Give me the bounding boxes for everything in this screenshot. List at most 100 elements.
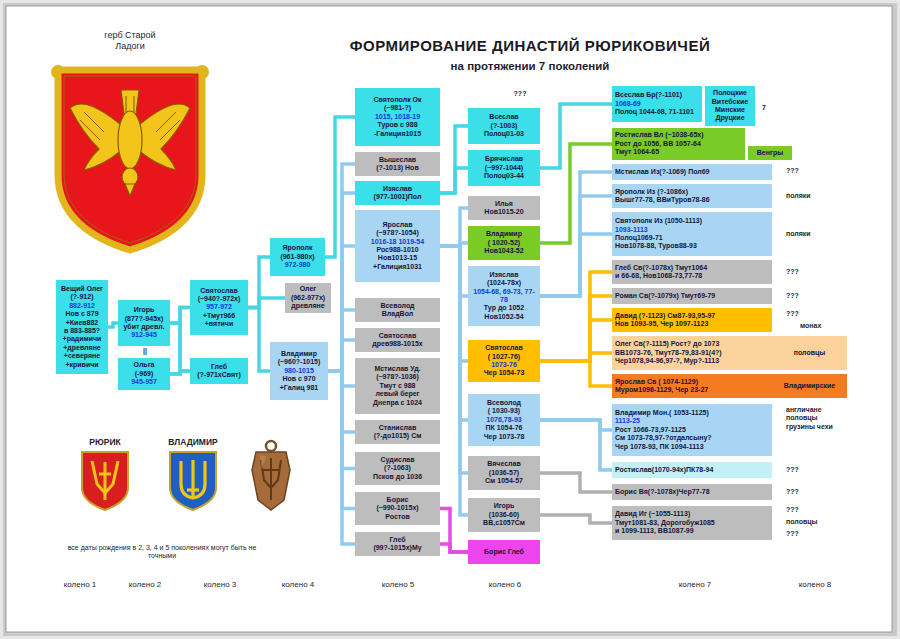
note-label: ??? bbox=[786, 167, 826, 175]
person-box: Глеб(?-971хСвят) bbox=[190, 358, 248, 384]
person-box: Святослав( 1027-76)1073-76Чер 1054-73 bbox=[468, 340, 540, 382]
lineage-line bbox=[328, 246, 355, 371]
person-note: и 66-68, Нов1068-73,77-78 bbox=[615, 272, 769, 280]
note-label: поляки bbox=[786, 230, 836, 238]
person-name: Святослав bbox=[471, 344, 537, 352]
falcon bbox=[70, 90, 190, 196]
person-box: Ольга(-969)945-957 bbox=[118, 358, 170, 390]
generation-label: колено 4 bbox=[268, 580, 328, 590]
person-name: Святослав bbox=[193, 287, 245, 295]
diagram-title: ФОРМИРОВАНИЕ ДИНАСТИЙ РЮРИКОВИЧЕЙ bbox=[320, 37, 740, 54]
person-note: Полоц 1044-68, 71-1101 bbox=[615, 108, 699, 116]
person-note: Рост до 1056, ВВ 1057-64 bbox=[615, 140, 742, 148]
reign-dates: 1093-1113 bbox=[615, 226, 769, 234]
person-note: (977-1001)Пол bbox=[358, 193, 437, 201]
person-box: Давид Иг (~1055-1113)Тмут1081-83, Дорого… bbox=[612, 506, 772, 540]
person-note: Нов1015-20 bbox=[471, 208, 537, 216]
person-note: (?-1003) bbox=[471, 122, 537, 130]
person-note: +Киев882 bbox=[59, 319, 105, 327]
person-box: Ярополк(961-980х)972-980 bbox=[270, 238, 325, 276]
lineage-line bbox=[328, 371, 355, 544]
person-note: Нов1043-52 bbox=[471, 247, 537, 255]
person-name: Изяслав bbox=[358, 185, 437, 193]
reign-dates: 882-912 bbox=[59, 302, 105, 310]
lineage-line bbox=[328, 310, 355, 371]
person-box: Вячеслав(1036-57)См 1054-57 bbox=[468, 456, 540, 490]
person-note: Полоц1069-71 bbox=[615, 234, 769, 242]
person-name: Всеволод bbox=[471, 399, 537, 407]
reign-dates: 1073-76 bbox=[471, 361, 537, 369]
footnote: все даты рождения в 2, 3, 4 и 5 поколени… bbox=[62, 544, 262, 561]
person-name: Вячеслав bbox=[471, 460, 537, 468]
person-note: (~990-1015х) bbox=[358, 504, 437, 512]
person-note: См 1054-57 bbox=[471, 477, 537, 485]
person-box: Игорь(877?-945х)убит древл.912-945 bbox=[118, 300, 170, 346]
person-name: Борис Вя(?-1078х)Чер77-78 bbox=[615, 488, 769, 496]
person-box: Глеб(99?-1015х)Му bbox=[355, 532, 440, 556]
diagram-subtitle: на протяжении 7 поколений bbox=[370, 60, 690, 74]
person-note: Рос988-1010 bbox=[358, 246, 437, 254]
person-note: и 1099-1113, ВВ1087-99 bbox=[615, 527, 769, 535]
lineage-line bbox=[440, 544, 468, 552]
lineage-line bbox=[540, 272, 612, 361]
person-note: убит древл. bbox=[121, 323, 167, 331]
person-name: Изяслав bbox=[471, 271, 537, 279]
generation-label: колено 8 bbox=[785, 580, 845, 590]
person-box: Полоцкие Витебские Минские Друцкие bbox=[705, 86, 755, 126]
lineage-line bbox=[440, 208, 468, 246]
person-note: Днепра с 1024 bbox=[358, 399, 437, 407]
lineage-line bbox=[540, 420, 612, 470]
person-name: Борис bbox=[358, 496, 437, 504]
person-box: Святослав(~940?-972х)957-972+Тмут966+вят… bbox=[190, 280, 248, 335]
person-box: Владимир(~960?-1015)980-1015Нов с 970+Га… bbox=[270, 342, 328, 400]
person-box: Владимир Мон.( 1053-1125)1113-25Рост 106… bbox=[612, 404, 772, 456]
lineage-line bbox=[108, 323, 118, 327]
person-note: (99?-1015х)Му bbox=[358, 544, 437, 552]
person-note: Чер 1054-73 bbox=[471, 369, 537, 377]
lineage-line bbox=[248, 308, 270, 372]
person-box: Ростислав(1070-94х)ПК78-94 bbox=[612, 462, 772, 478]
person-name: Владимир bbox=[471, 230, 537, 238]
person-note: Псков до 1036 bbox=[358, 473, 437, 481]
person-name: Брячислав bbox=[471, 155, 537, 163]
person-box: Ярослав(~978?-1054)1016-18 1019-54Рос988… bbox=[355, 210, 440, 282]
person-name: Полоцкие Витебские Минские Друцкие bbox=[708, 89, 752, 123]
reign-dates: 1016-18 1019-54 bbox=[358, 238, 437, 246]
person-box: Святополк Из (1050-1113)1093-1113Полоц10… bbox=[612, 212, 772, 256]
person-note: (?-971хСвят) bbox=[193, 371, 245, 379]
person-note: ВВ,с1057См bbox=[471, 519, 537, 527]
lineage-line bbox=[440, 168, 468, 193]
person-note: +древляне bbox=[59, 344, 105, 352]
person-note: Нов с 970 bbox=[273, 375, 325, 383]
person-box: Брячислав(~997-1044)Полоц03-44 bbox=[468, 150, 540, 186]
reign-dates: 1113-25 bbox=[615, 417, 769, 425]
person-note: (~940?-972х) bbox=[193, 295, 245, 303]
note-label: поляки bbox=[786, 192, 836, 200]
person-name: Мстислав Уд. bbox=[358, 365, 437, 373]
reign-dates: 1068-69 bbox=[615, 100, 699, 108]
lineage-line bbox=[440, 509, 468, 553]
note-label: ??? bbox=[786, 268, 826, 276]
person-box: Святославдрев988-1015х bbox=[355, 328, 440, 352]
person-note: +кривичи bbox=[59, 361, 105, 369]
person-note: древ988-1015х bbox=[358, 340, 437, 348]
person-name: Глеб bbox=[358, 536, 437, 544]
person-name: Вышеслав bbox=[358, 156, 437, 164]
person-note: -Галиция1015 bbox=[358, 130, 437, 138]
person-name: Мстислав Из(?-1069) Пол69 bbox=[615, 168, 769, 176]
reign-dates: 1054-68, 69-73, 77-78 bbox=[471, 288, 537, 305]
person-note: Тур до 1052 bbox=[471, 304, 537, 312]
person-box: Олег(962-977х)древляне bbox=[285, 283, 331, 313]
person-note: Нов1078-88, Туров88-93 bbox=[615, 242, 769, 250]
person-note: (~978?-1036) bbox=[358, 373, 437, 381]
person-note: Рост 1066-73,97-1125 bbox=[615, 426, 769, 434]
reign-dates: 980-1015 bbox=[273, 367, 325, 375]
person-box: Ростислав Вл (~1038-65х)Рост до 1056, ВВ… bbox=[612, 128, 745, 160]
person-name: Станислав bbox=[358, 424, 437, 432]
person-note: Нов 1093-95, Чер 1097-1123 bbox=[615, 320, 769, 328]
person-name: Давид (?-1123) См87-93,95-97 bbox=[615, 312, 769, 320]
person-name: Святополк Ок bbox=[358, 96, 437, 104]
person-box: Владимир( 1020-52)Нов1043-52 bbox=[468, 226, 540, 260]
person-note: (?-1013) Нов bbox=[358, 164, 437, 172]
lineage-line bbox=[540, 104, 612, 168]
